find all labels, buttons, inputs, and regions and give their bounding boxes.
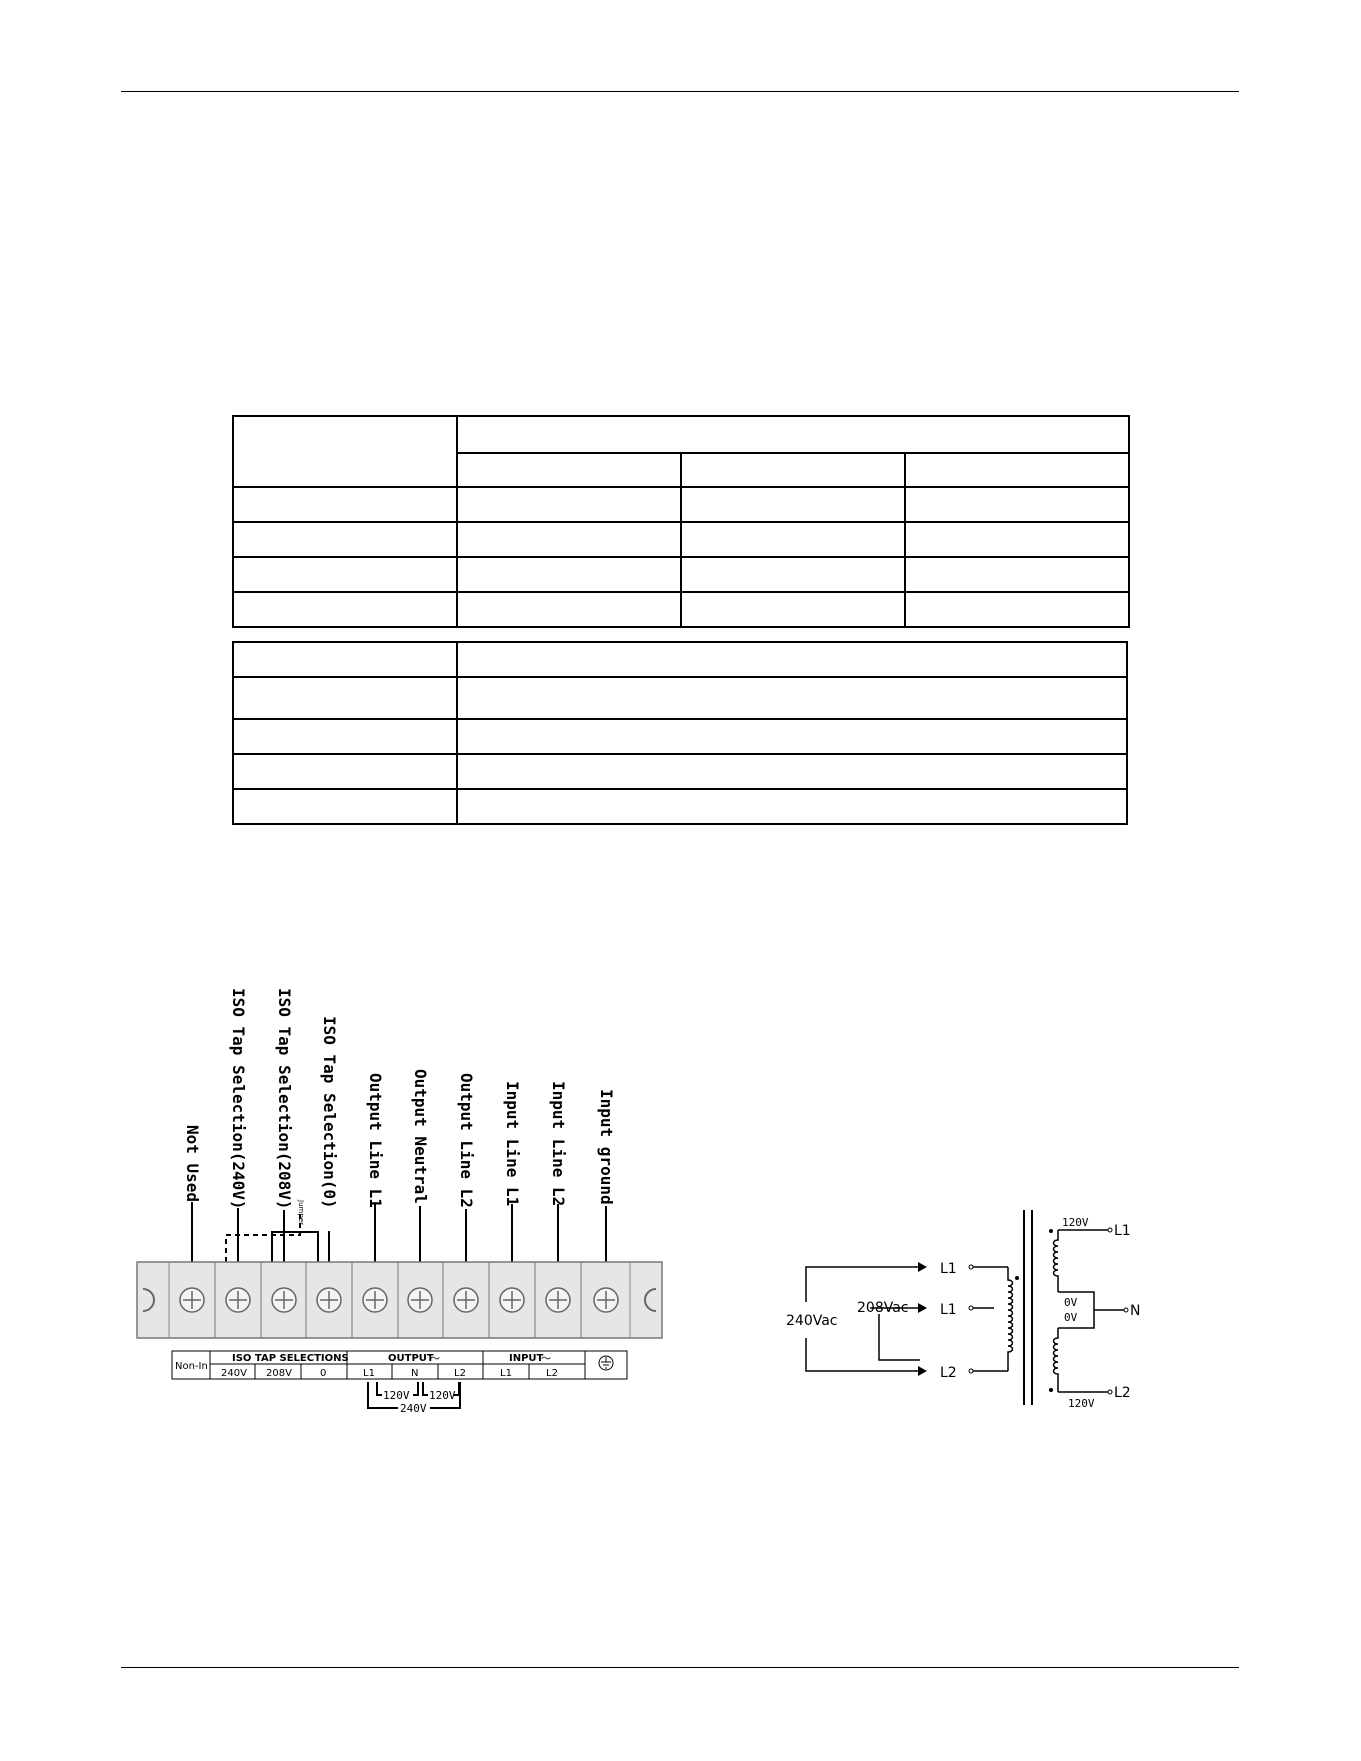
strip-out-l2: L2 (454, 1368, 466, 1379)
table-row (232, 556, 1130, 593)
secondary-coil-top (1052, 1230, 1059, 1292)
table-cell (680, 452, 906, 488)
strip-output-ac: 〜 (430, 1354, 440, 1365)
label-pri-l1-top: L1 (940, 1261, 957, 1277)
input-wiring (805, 1266, 1008, 1372)
strip-in-l2: L2 (546, 1368, 558, 1379)
table-row (232, 591, 1130, 628)
ground-icon (598, 1355, 614, 1371)
label-out-l1: Output Line L1 (366, 1073, 385, 1208)
label-sec-top-v: 120V (1062, 1216, 1089, 1229)
strip-out-n: N (411, 1368, 418, 1379)
label-sec-bot-v: 120V (1068, 1397, 1095, 1410)
mount-tab-right (644, 1288, 657, 1312)
table-cell (904, 452, 1130, 488)
spec-table-bottom (232, 641, 1128, 825)
label-sec-0v-b: 0V (1064, 1311, 1078, 1324)
label-jumper: Jumper (297, 1199, 305, 1225)
label-sec-l1: L1 (1114, 1223, 1131, 1239)
mount-tab-left (142, 1288, 155, 1312)
label-pri-l1-mid: L1 (940, 1302, 957, 1318)
arrowheads (918, 1262, 927, 1376)
terminal-block-body (136, 1261, 663, 1339)
screw-slots (183, 1291, 615, 1309)
output-wiring (1058, 1229, 1124, 1393)
strip-out-l1: L1 (363, 1368, 375, 1379)
strip-iso-208: 208V (266, 1368, 292, 1379)
label-in-l2: Input Line L2 (549, 1081, 568, 1206)
label-in-gnd: Input ground (597, 1089, 616, 1205)
label-iso-208: ISO Tap Selection(208V) (275, 988, 294, 1210)
strip-iso-header: ISO TAP SELECTIONS (232, 1353, 349, 1364)
secondary-coil-bottom (1052, 1328, 1059, 1392)
strip-output-header: OUTPUT (388, 1353, 434, 1364)
label-208vac: 208Vac (857, 1300, 909, 1316)
strip-iso-0: 0 (320, 1368, 326, 1379)
strip-non-in: Non-In (175, 1361, 208, 1372)
table-row (232, 788, 1128, 825)
label-240vac: 240Vac (786, 1313, 838, 1329)
table-row (232, 641, 1128, 678)
marking-strip (171, 1350, 628, 1380)
secondary-polarity-dot-bottom (1049, 1388, 1053, 1392)
jumper-dashed (225, 1210, 301, 1280)
bracket-120-left: 120V (383, 1389, 410, 1402)
label-pri-l2: L2 (940, 1365, 957, 1381)
table-row (232, 486, 1130, 523)
label-sec-l2: L2 (1114, 1385, 1131, 1401)
label-out-l2: Output Line L2 (457, 1073, 476, 1208)
label-iso-0: ISO Tap Selection(0) (320, 1016, 339, 1209)
primary-polarity-dot (1015, 1276, 1019, 1280)
secondary-polarity-dot-top (1049, 1229, 1053, 1233)
strip-iso-240: 240V (221, 1368, 247, 1379)
strip-input-header: INPUT (509, 1353, 544, 1364)
label-out-n: Output Neutral (411, 1069, 430, 1204)
label-in-l1: Input Line L1 (503, 1081, 522, 1206)
table-row (232, 753, 1128, 790)
label-iso-240: ISO Tap Selection(240V) (229, 988, 248, 1210)
strip-input-ac: 〜 (541, 1354, 551, 1365)
header-rule (121, 91, 1239, 92)
table-cell (456, 415, 1130, 454)
label-not-used: Not Used (183, 1125, 202, 1202)
label-sec-n: N (1130, 1303, 1140, 1319)
table-cell (232, 415, 458, 488)
table-row (232, 521, 1130, 558)
bracket-120-right: 120V (429, 1389, 456, 1402)
table-row (232, 718, 1128, 755)
table-row (232, 676, 1128, 720)
footer-rule (121, 1667, 1239, 1668)
strip-in-l1: L1 (500, 1368, 512, 1379)
voltage-brackets (367, 1382, 461, 1409)
terminal-dots (968, 1227, 1129, 1395)
label-sec-0v-a: 0V (1064, 1296, 1078, 1309)
bracket-240: 240V (400, 1402, 427, 1415)
table-cell (456, 452, 682, 488)
primary-coil (1007, 1267, 1014, 1371)
terminal-cells (214, 1262, 582, 1338)
spec-table-top (232, 415, 1130, 628)
